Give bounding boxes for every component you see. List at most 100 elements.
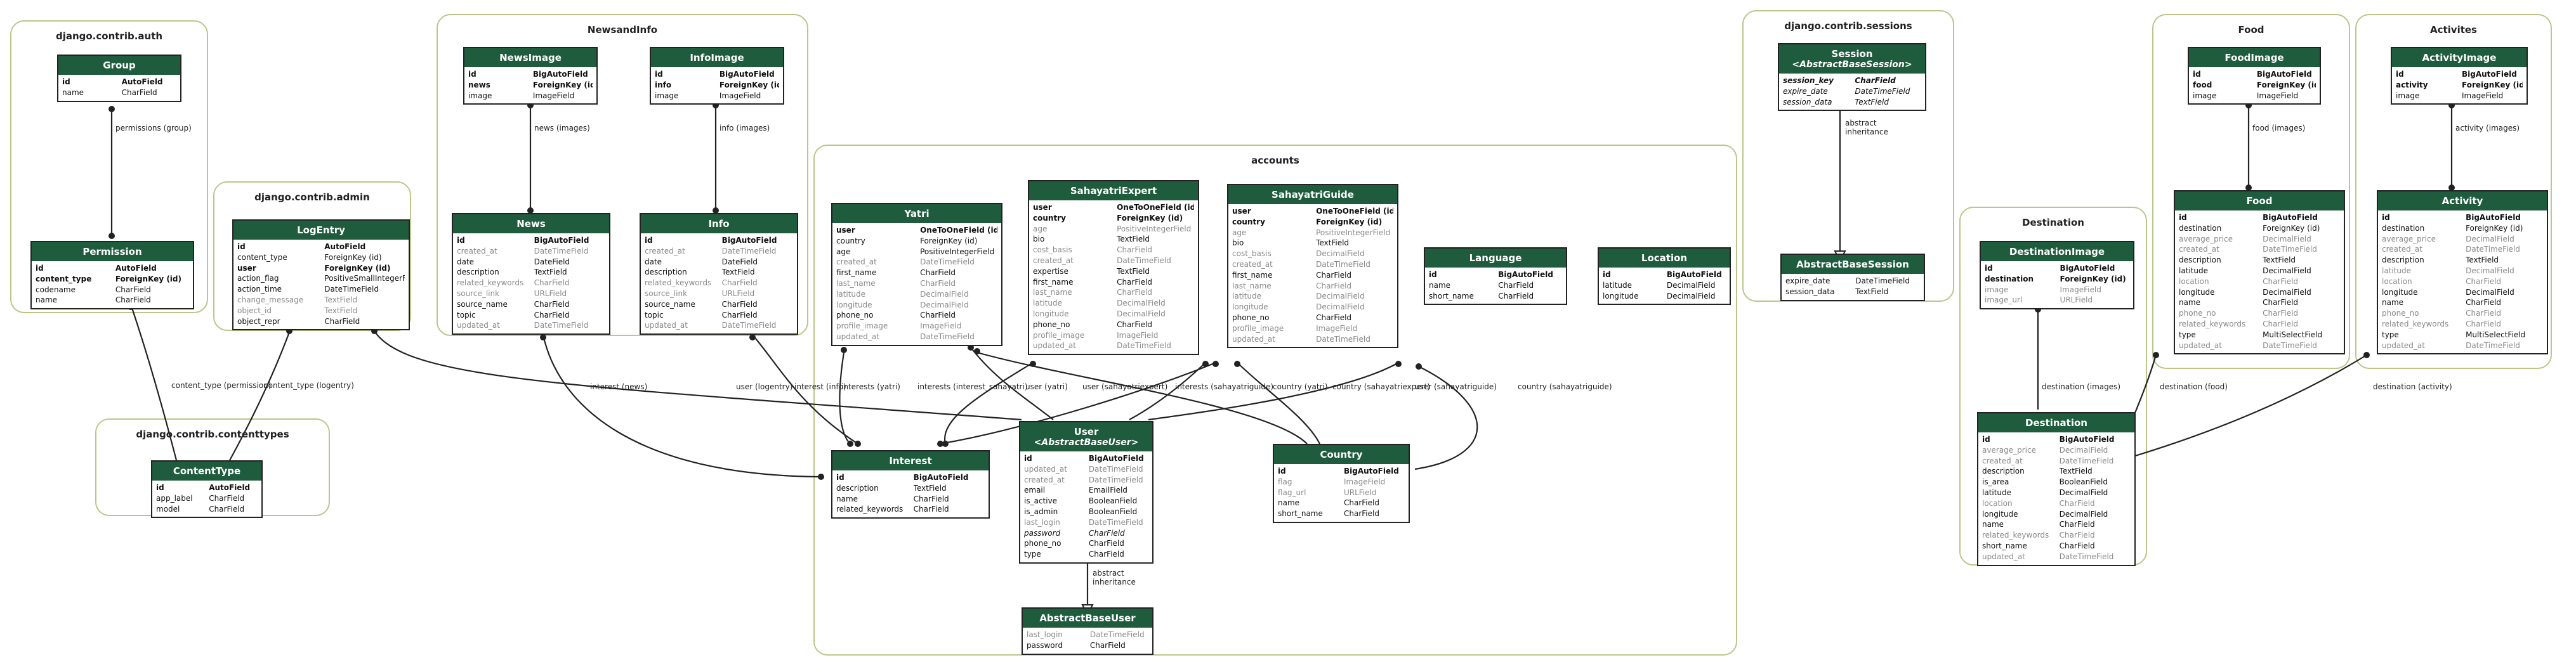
model-title: Permission (32, 242, 193, 261)
edge-label: news (images) (534, 124, 590, 133)
field-type: ForeignKey (id) (2263, 223, 2320, 233)
edge-end-dot (818, 474, 824, 480)
edge-end-dot (2363, 352, 2370, 358)
field-type: ForeignKey (id) (324, 263, 391, 273)
field-name: id (2396, 70, 2404, 79)
edge-label: permissions (group) (115, 124, 192, 133)
field-type: BooleanField (2059, 477, 2108, 487)
model-title-text: User (1074, 426, 1099, 437)
field-type: ForeignKey (id) (1316, 217, 1383, 226)
field-type: ForeignKey (id) (2060, 274, 2126, 283)
field-name: created_at (1033, 256, 1074, 265)
field-type: BigAutoField (2263, 213, 2318, 222)
field-type: CharField (1344, 509, 1379, 519)
field-type: CharField (2059, 541, 2095, 550)
field-type: OneToOneField (id) (920, 226, 997, 235)
model-title-text: Activity (2441, 195, 2483, 207)
field-type: BigAutoField (534, 236, 589, 245)
field-type: BooleanField (1088, 496, 1138, 506)
field-name: user (836, 226, 855, 235)
field-name: source_link (457, 288, 500, 298)
field-type: ForeignKey (id) (2466, 223, 2523, 233)
field-type: DecimalField (1666, 280, 1716, 290)
field-type: URLField (534, 288, 567, 298)
cluster-sessions: django.contrib.sessions (1742, 10, 1954, 302)
field-name: latitude (1603, 280, 1633, 290)
field-name: phone_no (2382, 309, 2419, 318)
field-name: object_id (237, 306, 272, 315)
field-name: id (237, 242, 246, 251)
edge-label: country (sahayatriguide) (1518, 382, 1612, 391)
field-type: ForeignKey (id) (532, 80, 593, 89)
field-type: DateTimeField (2466, 245, 2520, 254)
field-name: average_price (1982, 445, 2036, 455)
field-type: ForeignKey (id) (324, 252, 382, 262)
field-name: longitude (1232, 302, 1268, 312)
field-name: name (1278, 498, 1300, 508)
field-type: URLField (2060, 295, 2093, 305)
field-type: CharField (1316, 313, 1352, 322)
edge-end-dot (855, 441, 861, 447)
field-name: description (1982, 467, 2025, 476)
field-type: DateTimeField (721, 321, 777, 330)
field-type: ImageField (2462, 91, 2504, 100)
field-name: id (645, 236, 653, 245)
field-type: CharField (920, 311, 956, 320)
edge-end-dot (1395, 361, 1402, 367)
field-name: content_type (36, 274, 92, 283)
field-type: DateTimeField (1316, 259, 1370, 269)
edge-country-yatri (976, 351, 1308, 444)
field-type: BigAutoField (1088, 454, 1144, 463)
field-name: country (1232, 217, 1265, 226)
model-title-text: FoodImage (2224, 52, 2284, 63)
field-type: BigAutoField (2256, 70, 2312, 79)
edge-label: interests (yatri) (841, 382, 900, 391)
field-type: PositiveSmallIntegerField (324, 274, 405, 283)
field-type: DateTimeField (1117, 256, 1171, 265)
field-type: DecimalField (2059, 488, 2108, 497)
field-type: CharField (1117, 245, 1153, 255)
field-name: bio (1033, 235, 1045, 244)
field-name: updated_at (457, 321, 500, 330)
field-name: short_name (1982, 541, 2027, 550)
field-name: id (1429, 270, 1437, 279)
model-title-text: SahayatriExpert (1070, 185, 1157, 197)
field-type: CharField (920, 268, 956, 278)
field-type: DateTimeField (2466, 340, 2520, 350)
edge-user-logentry (374, 330, 1022, 421)
model-title: Group (58, 56, 180, 75)
